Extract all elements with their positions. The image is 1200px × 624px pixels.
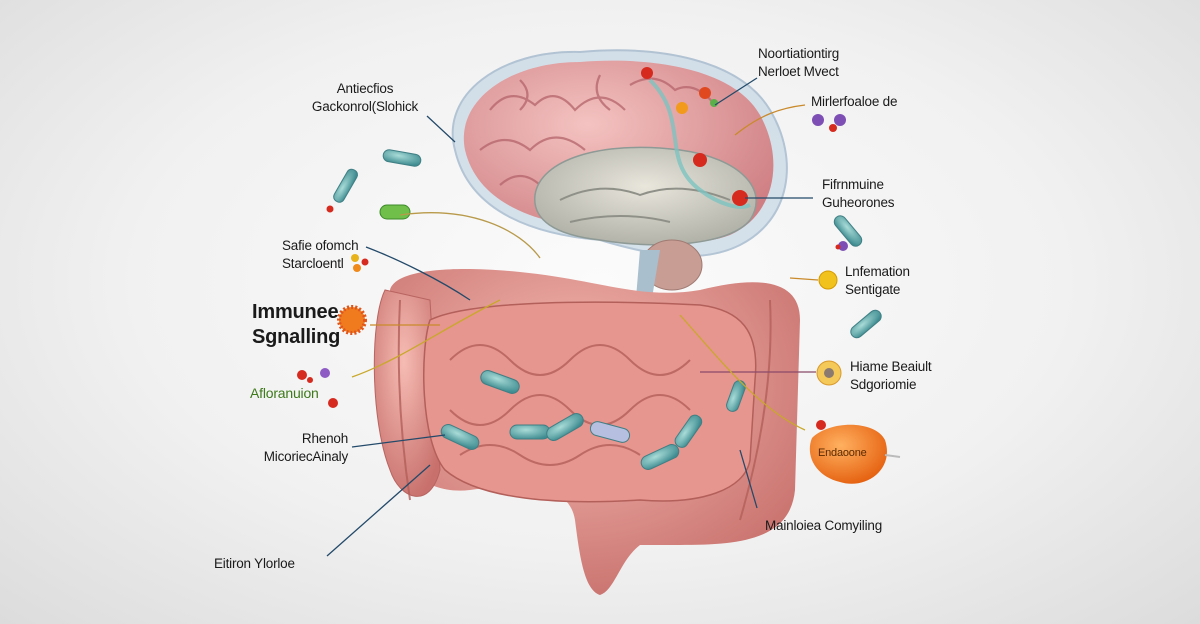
- molecules: [297, 114, 901, 484]
- label-blob: Endaoone: [818, 447, 867, 459]
- label-line: Sdgoriomie: [850, 377, 917, 392]
- label-line: Antiecfios: [336, 81, 394, 96]
- label-line: Gackonrol(Slohick: [311, 99, 419, 114]
- immune-cell-icon: [337, 305, 367, 335]
- label-immune-signalling: Immunee Sgnalling: [252, 300, 340, 350]
- label-line: Immunee: [252, 301, 339, 323]
- label-left-1: Safie ofomch Starcloentl: [282, 237, 359, 273]
- label-bottom-left: Eitiron Ylorloe: [214, 556, 295, 571]
- label-left-3: Afloranuion: [250, 385, 319, 401]
- label-line: Guheorones: [822, 195, 895, 210]
- label-line: Fifrnmuine: [822, 177, 884, 192]
- label-line: Safie ofomch: [282, 238, 359, 253]
- label-line: Hiame Beaiult: [850, 359, 932, 374]
- label-right-1: Mirlerfoaloe de: [811, 94, 898, 109]
- label-top-right: Noortiationtirg Nerloet Mvect: [758, 45, 839, 81]
- label-line: Nerloet Mvect: [758, 64, 839, 79]
- label-line: Rhenoh: [301, 431, 348, 446]
- label-right-4: Hiame Beaiult Sdgoriomie: [850, 358, 932, 394]
- label-line: MicoriecAinaly: [263, 449, 348, 464]
- bacteria: [333, 149, 882, 470]
- label-bottom-right: Mainloiea Comyiling: [765, 518, 883, 533]
- label-line: Sgnalling: [252, 326, 341, 348]
- label-line: Starcloentl: [282, 256, 344, 271]
- label-left-4: Rhenoh MicoriecAinaly: [220, 430, 348, 466]
- label-line: Sentigate: [845, 282, 901, 297]
- label-right-3: Lnfemation Sentigate: [845, 263, 910, 299]
- label-line: Noortiationtirg: [758, 46, 840, 61]
- label-right-2: Fifrnmuine Guheorones: [822, 176, 895, 212]
- connector-lines: [326, 77, 819, 557]
- brain: [451, 49, 788, 310]
- label-line: Lnfemation: [845, 264, 910, 279]
- label-top-left: Antiecfios Gackonrol(Slohick: [300, 80, 430, 116]
- intestine: [373, 269, 800, 595]
